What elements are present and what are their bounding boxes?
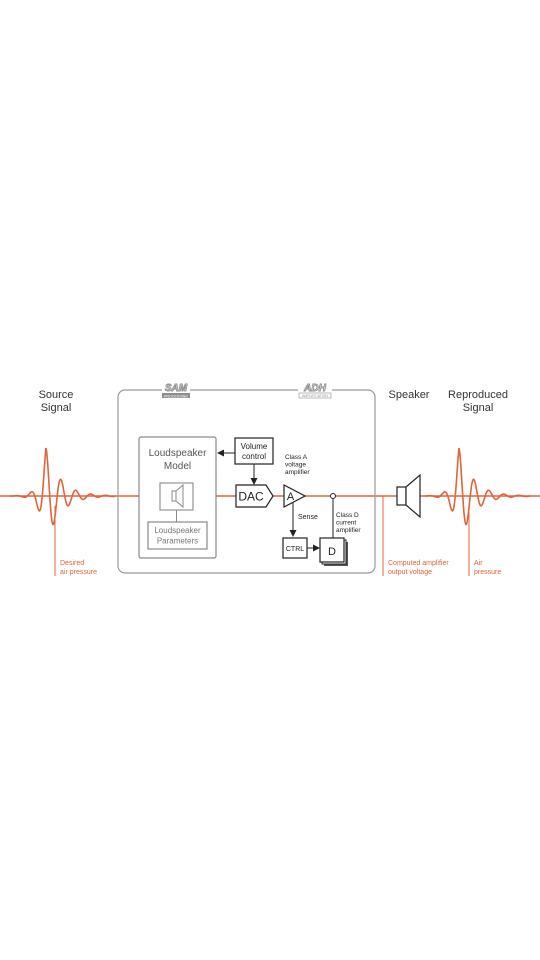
volume-control-label: Volume [241, 442, 268, 451]
source-signal-label: Source [39, 389, 74, 401]
sam-badge: SAM PROCESSING [162, 381, 190, 398]
sense-node [330, 493, 336, 499]
dac-label: DAC [238, 490, 264, 504]
class-d-label-3: amplifier [336, 527, 361, 534]
sense-label: Sense [298, 514, 318, 521]
loudspeaker-parameters-box [147, 521, 208, 550]
ctrl-label: CTRL [286, 546, 304, 553]
system-frame [117, 389, 376, 574]
dac-block [235, 484, 274, 508]
class-d-label: Class D [336, 512, 359, 519]
class-a-label-3: amplifier [285, 469, 310, 476]
svg-text:SAM: SAM [165, 383, 188, 394]
class-d-label-2: current [336, 520, 356, 527]
reproduced-signal-label: Reproduced [448, 389, 508, 401]
volume-control-label-2: control [242, 452, 266, 461]
speaker-label: Speaker [389, 389, 430, 401]
class-a-label-2: voltage [285, 462, 306, 469]
loudspeaker-parameters-label-2: Parameters [157, 537, 198, 546]
desired-pressure-label: Desired [60, 560, 84, 567]
air-pressure-label-2: pressure [474, 569, 501, 576]
source-signal-label-2: Signal [41, 402, 72, 414]
class-a-label: Class A [285, 454, 308, 461]
class-d-symbol: D [328, 546, 336, 558]
adh-badge: ADH AMPLIFICATION [298, 381, 332, 399]
loudspeaker-model-label-2: Model [164, 461, 191, 472]
speaker-cone-icon [396, 473, 421, 519]
class-a-symbol: A [287, 491, 295, 503]
loudspeaker-icon [159, 482, 194, 522]
reproduced-waveform [425, 447, 531, 526]
svg-text:PROCESSING: PROCESSING [164, 394, 188, 398]
class-d-amplifier [319, 537, 348, 566]
class-a-amplifier [283, 484, 307, 508]
air-pressure-label: Air [474, 560, 483, 567]
svg-text:ADH: ADH [303, 383, 326, 394]
loudspeaker-parameters-label: Loudspeaker [154, 526, 201, 535]
computed-voltage-label-2: output voltage [388, 569, 432, 576]
loudspeaker-model-label: Loudspeaker [149, 448, 207, 459]
volume-control-box [234, 437, 274, 465]
source-waveform [10, 447, 115, 526]
reproduced-signal-label-2: Signal [463, 402, 494, 414]
svg-text:AMPLIFICATION: AMPLIFICATION [302, 394, 328, 398]
desired-pressure-label-2: air pressure [60, 569, 97, 576]
computed-voltage-label: Computed amplifier [388, 560, 449, 567]
